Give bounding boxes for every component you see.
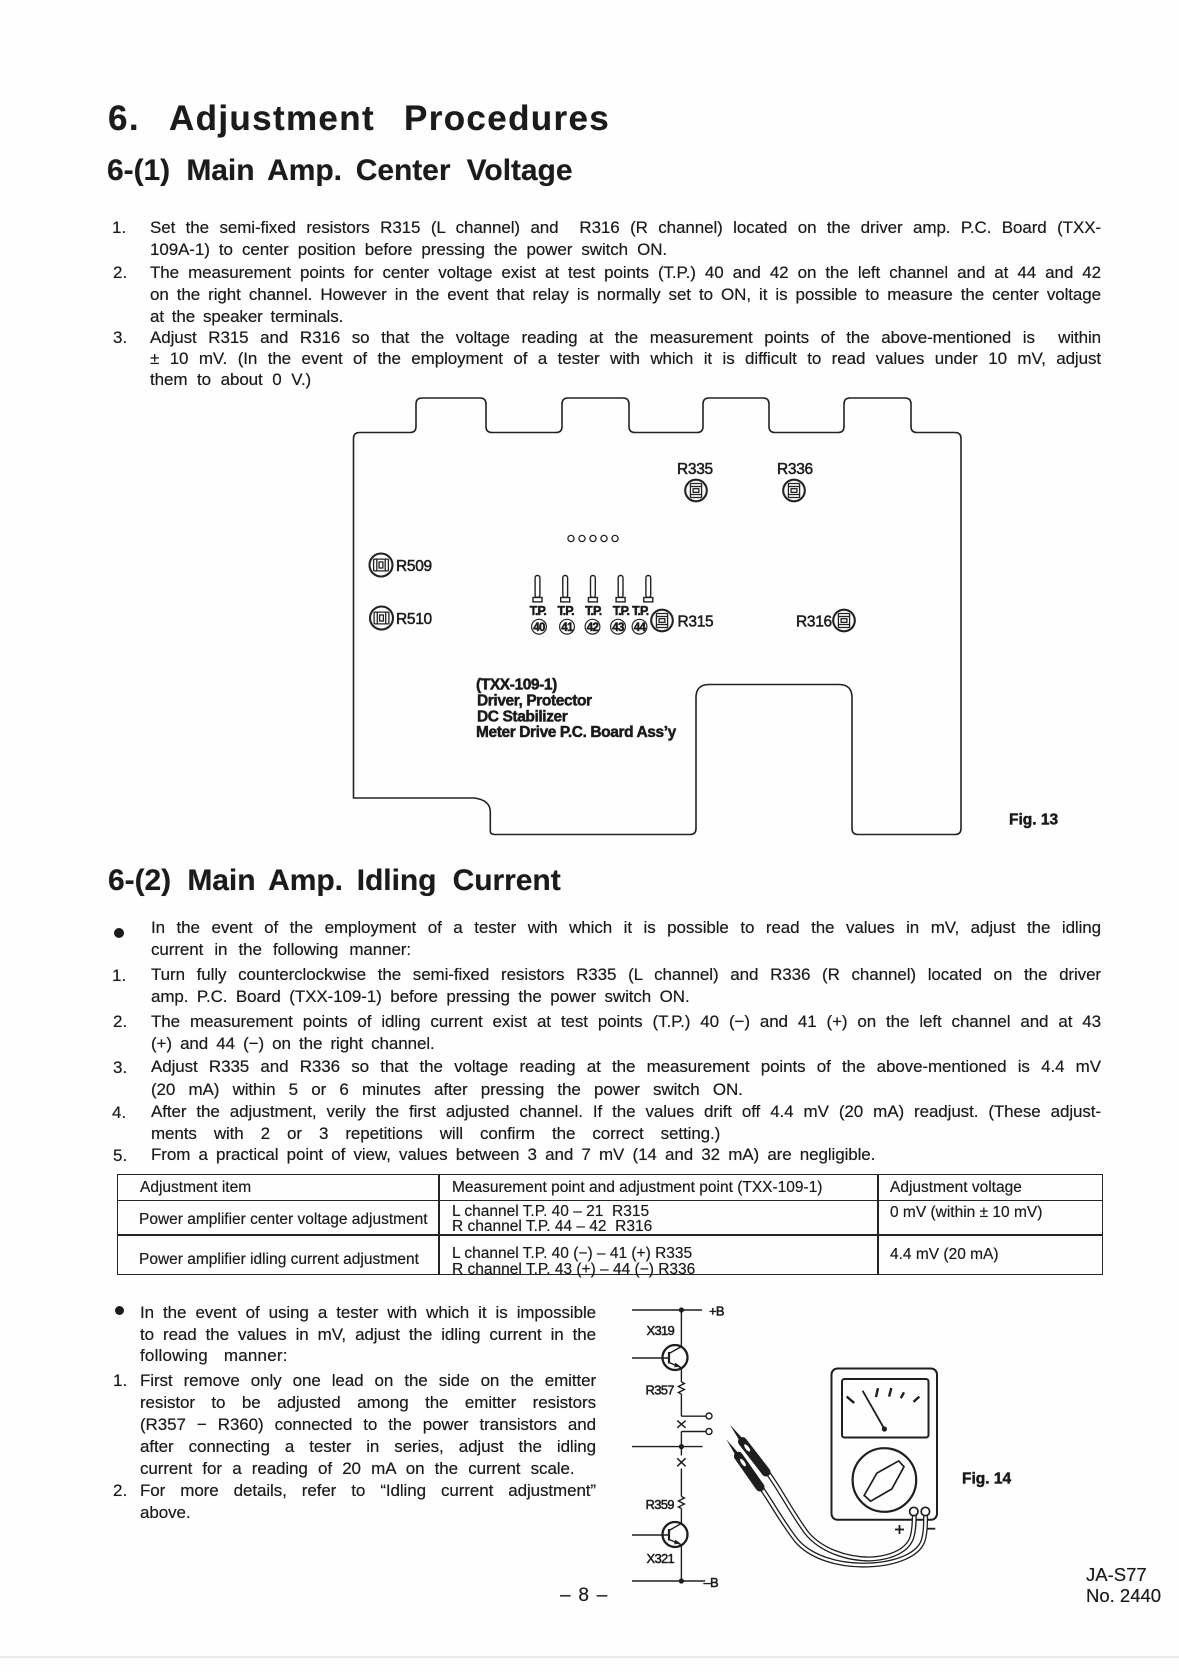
svg-text:44: 44 bbox=[634, 622, 647, 634]
svg-text:T.P.: T.P. bbox=[557, 604, 574, 618]
svg-text:Driver, Protector: Driver, Protector bbox=[477, 692, 592, 709]
svg-text:T.P.: T.P. bbox=[530, 604, 547, 618]
svg-text:X319: X319 bbox=[647, 1323, 675, 1338]
svg-text:R335: R335 bbox=[677, 461, 713, 478]
svg-text:X321: X321 bbox=[647, 1551, 675, 1566]
svg-text:R357: R357 bbox=[646, 1383, 675, 1398]
svg-text:T.P.: T.P. bbox=[632, 604, 649, 618]
svg-text:–B: –B bbox=[704, 1575, 719, 1590]
svg-text:Fig. 13: Fig. 13 bbox=[1009, 812, 1058, 829]
svg-text:DC Stabilizer: DC Stabilizer bbox=[477, 708, 568, 725]
svg-text:(TXX-109-1): (TXX-109-1) bbox=[476, 677, 557, 694]
svg-text:41: 41 bbox=[561, 622, 574, 634]
svg-text:T.P.: T.P. bbox=[585, 604, 602, 618]
svg-text:40: 40 bbox=[533, 622, 545, 634]
svg-text:R315: R315 bbox=[678, 614, 714, 631]
svg-text:R336: R336 bbox=[777, 461, 813, 478]
svg-text:R316: R316 bbox=[796, 614, 832, 631]
svg-text:+B: +B bbox=[709, 1303, 724, 1318]
svg-text:43: 43 bbox=[612, 622, 624, 634]
svg-text:42: 42 bbox=[587, 622, 599, 634]
svg-text:R510: R510 bbox=[396, 611, 433, 628]
svg-text:T.P.: T.P. bbox=[613, 604, 630, 618]
svg-text:R509: R509 bbox=[396, 558, 432, 575]
svg-text:R359: R359 bbox=[646, 1497, 675, 1512]
svg-text:Meter Drive P.C. Board Ass’y: Meter Drive P.C. Board Ass’y bbox=[476, 724, 677, 741]
svg-text:Fig. 14: Fig. 14 bbox=[962, 1471, 1011, 1488]
